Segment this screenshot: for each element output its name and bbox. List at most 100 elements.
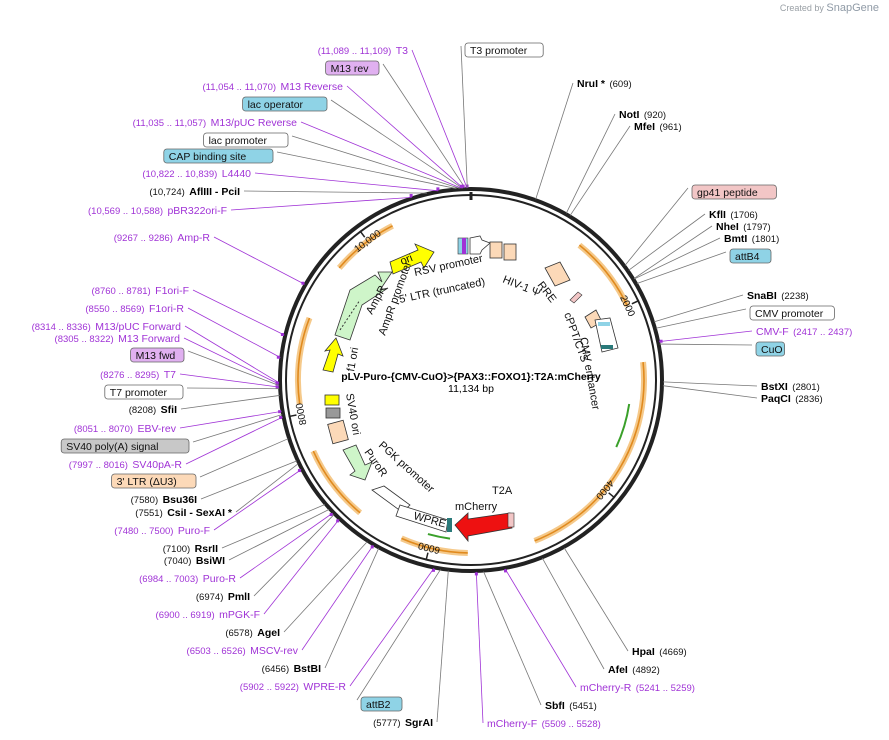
feature-tag-1: M13 rev bbox=[325, 60, 380, 76]
feature-tag-label: M13 fwd bbox=[136, 350, 176, 362]
f1-ori-arrow: f1 ori bbox=[322, 337, 361, 373]
svg-text:BmtI (1801): BmtI (1801) bbox=[724, 229, 779, 246]
svg-text:(11,054 .. 11,070) M13 Revers: (11,054 .. 11,070) M13 Reverse bbox=[203, 77, 344, 94]
t2a-label: T2A bbox=[492, 485, 513, 497]
enzyme-19: (7580) Bsu36I bbox=[131, 494, 197, 506]
primer-8: (8314 .. 8336) M13/pUC Forward bbox=[32, 321, 182, 333]
svg-text:NheI (1797): NheI (1797) bbox=[716, 217, 771, 234]
enzyme-10: AfeI (4892) bbox=[608, 664, 660, 676]
ori-arrow: ori bbox=[389, 243, 435, 275]
primer-18: mCherry-F (5509 .. 5528) bbox=[487, 714, 601, 731]
enzyme-3: KflI (1706) bbox=[709, 205, 758, 222]
feature-tag-label: lac operator bbox=[248, 99, 304, 111]
enzyme-18: (7551) CsiI - SexAI * bbox=[135, 507, 233, 519]
gp41-box bbox=[569, 291, 583, 304]
enzyme-name: NheI bbox=[716, 221, 739, 233]
enzyme-pos: (1797) bbox=[743, 222, 770, 233]
primer-name: F1ori-R bbox=[149, 303, 184, 315]
primer-pos: (5241 .. 5259) bbox=[636, 683, 695, 694]
t2a-box bbox=[507, 512, 515, 528]
hiv-psi-box bbox=[503, 243, 517, 261]
feature-tag-6: attB4 bbox=[729, 248, 772, 264]
primer-pos: (8760 .. 8781) bbox=[92, 286, 151, 297]
primer-pos: (6900 .. 6919) bbox=[156, 610, 215, 621]
primer-pos: (9267 .. 9286) bbox=[114, 233, 173, 244]
feature-tag-11: SV40 poly(A) signal bbox=[60, 438, 190, 454]
enzyme-pos: (6456) bbox=[262, 664, 289, 675]
enzyme-name: BstXI bbox=[761, 381, 788, 393]
feature-tag-label: 3' LTR (ΔU3) bbox=[117, 476, 177, 488]
tick-4 bbox=[359, 230, 366, 238]
primer-name: T3 bbox=[396, 45, 408, 57]
svg-text:KflI (1706): KflI (1706) bbox=[709, 205, 758, 222]
svg-text:(6984 .. 7003) Puro-R: (6984 .. 7003) Puro-R bbox=[139, 569, 236, 586]
feature-tag-2: lac operator bbox=[242, 96, 328, 112]
enzyme-pos: (2836) bbox=[795, 394, 822, 405]
feature-tag-7: CMV promoter bbox=[749, 305, 835, 321]
svg-text:(7480 .. 7500) Puro-F: (7480 .. 7500) Puro-F bbox=[114, 521, 210, 538]
svg-text:(10,569 .. 10,588) pBR322ori-: (10,569 .. 10,588) pBR322ori-F bbox=[88, 201, 227, 218]
tick-label-4: 10,000 bbox=[352, 228, 383, 255]
svg-text:(8208) SfiI: (8208) SfiI bbox=[129, 400, 177, 417]
svg-text:(10,724) AflIII - PciI: (10,724) AflIII - PciI bbox=[149, 182, 240, 199]
snapgene-logo: SnapGene bbox=[826, 2, 879, 14]
ltr3-box bbox=[327, 419, 349, 445]
enzyme-pos: (5777) bbox=[373, 718, 400, 729]
svg-text:(8051 .. 8070) EBV-rev: (8051 .. 8070) EBV-rev bbox=[74, 419, 177, 436]
primer-pos: (5902 .. 5922) bbox=[240, 682, 299, 693]
primer-2: (11,035 .. 11,057) M13/pUC Reverse bbox=[133, 117, 298, 129]
primer-name: mCherry-R bbox=[580, 682, 632, 694]
primer-pos: (2417 .. 2437) bbox=[793, 327, 852, 338]
feature-tag-label: M13 rev bbox=[331, 63, 370, 75]
primer-15: (6900 .. 6919) mPGK-F bbox=[156, 609, 260, 621]
primer-name: M13/pUC Forward bbox=[95, 321, 181, 333]
orf-arc-line-1 bbox=[534, 362, 645, 542]
primer-pos: (11,054 .. 11,070) bbox=[203, 82, 277, 93]
enzyme-pos: (4669) bbox=[659, 647, 686, 658]
primer-pos: (10,822 .. 10,839) bbox=[142, 169, 217, 180]
svg-text:(5777) SgrAI: (5777) SgrAI bbox=[373, 713, 433, 730]
primer-1: (11,054 .. 11,070) M13 Reverse bbox=[203, 77, 344, 94]
orf-arc-line-4 bbox=[297, 317, 311, 405]
ltr5-label: 5' LTR (truncated) bbox=[398, 276, 486, 306]
primer-name: EBV-rev bbox=[137, 423, 176, 435]
primer-pos: (8051 .. 8070) bbox=[74, 424, 133, 435]
primer-name: M13 Forward bbox=[118, 333, 180, 345]
feature-tag-label: SV40 poly(A) signal bbox=[66, 441, 158, 453]
enzyme-pos: (5451) bbox=[569, 701, 596, 712]
green-arc-1 bbox=[427, 533, 451, 540]
enzyme-pos: (920) bbox=[644, 110, 666, 121]
enzyme-pos: (609) bbox=[609, 79, 631, 90]
primer-name: SV40pA-R bbox=[132, 459, 182, 471]
primer-pos: (7480 .. 7500) bbox=[114, 526, 173, 537]
svg-text:MfeI (961): MfeI (961) bbox=[634, 117, 682, 134]
feature-tag-label: gp41 peptide bbox=[697, 187, 758, 199]
enzyme-7: BstXI (2801) bbox=[761, 381, 820, 393]
svg-text:(8760 .. 8781) F1ori-F: (8760 .. 8781) F1ori-F bbox=[92, 281, 189, 298]
primer-11: (8051 .. 8070) EBV-rev bbox=[74, 419, 177, 436]
svg-text:(10,822 .. 10,839) L4440: (10,822 .. 10,839) L4440 bbox=[142, 164, 251, 181]
enzyme-pos: (2238) bbox=[781, 291, 808, 302]
enzyme-20: (8208) SfiI bbox=[129, 400, 177, 417]
primer-pos: (6503 .. 6526) bbox=[187, 646, 246, 657]
orf-arc-line-2 bbox=[401, 537, 468, 554]
enzyme-pos: (6974) bbox=[196, 592, 223, 603]
tick-1 bbox=[608, 492, 616, 499]
primer-pos: (8305 .. 8322) bbox=[55, 334, 114, 345]
svg-text:mCherry-F (5509 .. 5528): mCherry-F (5509 .. 5528) bbox=[487, 714, 601, 731]
primer-name: T7 bbox=[164, 369, 176, 381]
primer-name: M13/pUC Reverse bbox=[211, 117, 298, 129]
feature-tag-10: T7 promoter bbox=[104, 384, 184, 400]
enzyme-name: AgeI bbox=[257, 627, 280, 639]
orf-arc-line-3 bbox=[312, 450, 361, 514]
primer-7: (8550 .. 8569) F1ori-R bbox=[85, 303, 184, 315]
primer-9: (8305 .. 8322) M13 Forward bbox=[55, 333, 181, 345]
enzyme-name: HpaI bbox=[632, 646, 655, 658]
primer-6: (8760 .. 8781) F1ori-F bbox=[92, 281, 189, 298]
svg-text:(7040) BsiWI: (7040) BsiWI bbox=[164, 551, 225, 568]
primer-20: CMV-F (2417 .. 2437) bbox=[756, 326, 852, 338]
primer-12: (7997 .. 8016) SV40pA-R bbox=[69, 459, 183, 471]
cmv-enhancer-box bbox=[594, 317, 619, 353]
mcherry-label: mCherry bbox=[455, 501, 498, 513]
